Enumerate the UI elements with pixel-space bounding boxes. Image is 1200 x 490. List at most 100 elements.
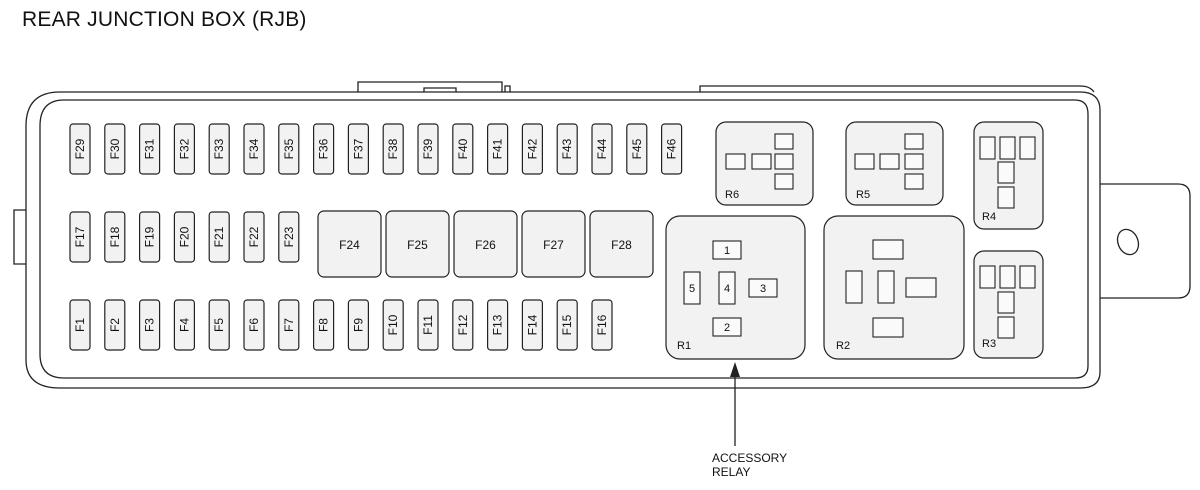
fuse-f41: F41 bbox=[487, 123, 509, 175]
accessory-relay-callout: ACCESSORY RELAY bbox=[712, 362, 787, 479]
fuse-label: F42 bbox=[525, 138, 539, 159]
fuse-label: F46 bbox=[665, 138, 679, 159]
fuse-label: F7 bbox=[282, 318, 296, 332]
fuse-body bbox=[104, 299, 126, 351]
fuse-f4: F4 bbox=[173, 299, 195, 351]
relay-label: R3 bbox=[982, 338, 996, 350]
relay-terminal bbox=[845, 270, 863, 304]
fuse-f6: F6 bbox=[243, 299, 265, 351]
fuse-f22: F22 bbox=[243, 211, 265, 263]
top-connector-notch bbox=[423, 87, 457, 92]
fuse-f11: F11 bbox=[417, 299, 439, 351]
fuse-body bbox=[278, 211, 300, 263]
fuse-label: F44 bbox=[595, 138, 609, 159]
fuse-f14: F14 bbox=[521, 299, 544, 351]
mounting-tab bbox=[1100, 183, 1191, 299]
fuse-label: F39 bbox=[421, 138, 435, 159]
fuse-label: F18 bbox=[108, 226, 122, 247]
relay-r6: R6 bbox=[715, 121, 814, 206]
fuse-f25: F25 bbox=[385, 210, 450, 278]
relay-terminal bbox=[905, 277, 937, 298]
relay-terminal bbox=[774, 133, 794, 150]
fuse-label: F26 bbox=[475, 238, 496, 252]
relay-pin-label: 2 bbox=[724, 322, 730, 334]
relay-terminal bbox=[997, 316, 1015, 339]
fuse-label: F29 bbox=[73, 138, 87, 159]
fuse-f19: F19 bbox=[139, 211, 161, 263]
relay-terminal bbox=[904, 133, 924, 150]
relay-r4: R4 bbox=[973, 121, 1044, 230]
fuse-f36: F36 bbox=[313, 123, 335, 175]
fuse-label: F36 bbox=[317, 138, 331, 159]
fuse-f23: F23 bbox=[278, 211, 300, 263]
fuse-f37: F37 bbox=[347, 123, 369, 175]
fuse-label: F25 bbox=[407, 238, 428, 252]
fuse-f38: F38 bbox=[382, 123, 404, 175]
fuse-f45: F45 bbox=[626, 123, 648, 175]
fuse-body bbox=[317, 210, 382, 278]
relay-terminal bbox=[774, 153, 794, 170]
fuse-label: F20 bbox=[177, 226, 191, 247]
relay-label: R2 bbox=[836, 340, 850, 352]
fuse-body bbox=[521, 210, 586, 278]
fuse-label: F3 bbox=[143, 318, 157, 332]
housing-inner-lip bbox=[39, 99, 1089, 379]
relay-terminal bbox=[751, 153, 772, 170]
fuse-label: F34 bbox=[247, 138, 261, 159]
relay-pin-3 bbox=[748, 278, 778, 298]
relay-terminal bbox=[999, 265, 1016, 289]
relay-terminal bbox=[854, 153, 875, 170]
relay-label: R4 bbox=[982, 211, 996, 223]
fuse-f35: F35 bbox=[278, 123, 300, 175]
fuse-body bbox=[521, 299, 544, 351]
fuse-f42: F42 bbox=[521, 123, 544, 175]
fuse-body bbox=[69, 211, 91, 263]
fuse-body bbox=[556, 123, 578, 175]
fuse-label: F17 bbox=[73, 226, 87, 247]
fuse-f39: F39 bbox=[417, 123, 439, 175]
fuse-label: F41 bbox=[491, 138, 505, 159]
fuse-body bbox=[660, 123, 683, 175]
relay-terminal bbox=[774, 173, 794, 190]
fuse-label: F33 bbox=[212, 138, 226, 159]
relay-terminal bbox=[904, 153, 924, 170]
relay-pin-label: 3 bbox=[760, 283, 766, 295]
fuse-label: F21 bbox=[212, 226, 226, 247]
relay-terminal bbox=[877, 270, 895, 304]
fuse-label: F11 bbox=[421, 315, 435, 335]
relay-terminal bbox=[979, 265, 996, 289]
fuse-f46: F46 bbox=[660, 123, 683, 175]
fuse-label: F40 bbox=[456, 138, 470, 159]
relay-terminal bbox=[725, 153, 746, 170]
fuse-body bbox=[139, 211, 161, 263]
relay-label: R5 bbox=[856, 189, 870, 201]
fuse-f15: F15 bbox=[556, 299, 578, 351]
fuse-f32: F32 bbox=[173, 123, 195, 175]
fuse-body bbox=[347, 123, 369, 175]
fuse-label: F4 bbox=[177, 318, 191, 332]
fuse-label: F24 bbox=[339, 238, 360, 252]
fuse-label: F38 bbox=[386, 138, 400, 159]
fuse-body bbox=[417, 299, 439, 351]
fuse-f44: F44 bbox=[591, 123, 613, 175]
top-connector-post bbox=[504, 85, 511, 92]
relay-terminal bbox=[979, 136, 996, 160]
housing-body bbox=[25, 91, 1101, 389]
fuse-f2: F2 bbox=[104, 299, 126, 351]
fuse-f40: F40 bbox=[452, 123, 474, 175]
fuse-body bbox=[313, 123, 335, 175]
fuse-label: F43 bbox=[560, 138, 574, 159]
relay-terminal bbox=[879, 153, 900, 170]
fuse-label: F12 bbox=[456, 314, 470, 335]
fuse-body bbox=[278, 123, 300, 175]
relay-terminal bbox=[997, 161, 1015, 184]
fuse-body bbox=[208, 299, 230, 351]
callout-line-2: RELAY bbox=[712, 465, 750, 479]
fuse-label: F5 bbox=[212, 318, 226, 332]
fuse-body bbox=[173, 123, 195, 175]
fuse-body bbox=[104, 211, 126, 263]
relay-pin-1 bbox=[712, 240, 742, 260]
